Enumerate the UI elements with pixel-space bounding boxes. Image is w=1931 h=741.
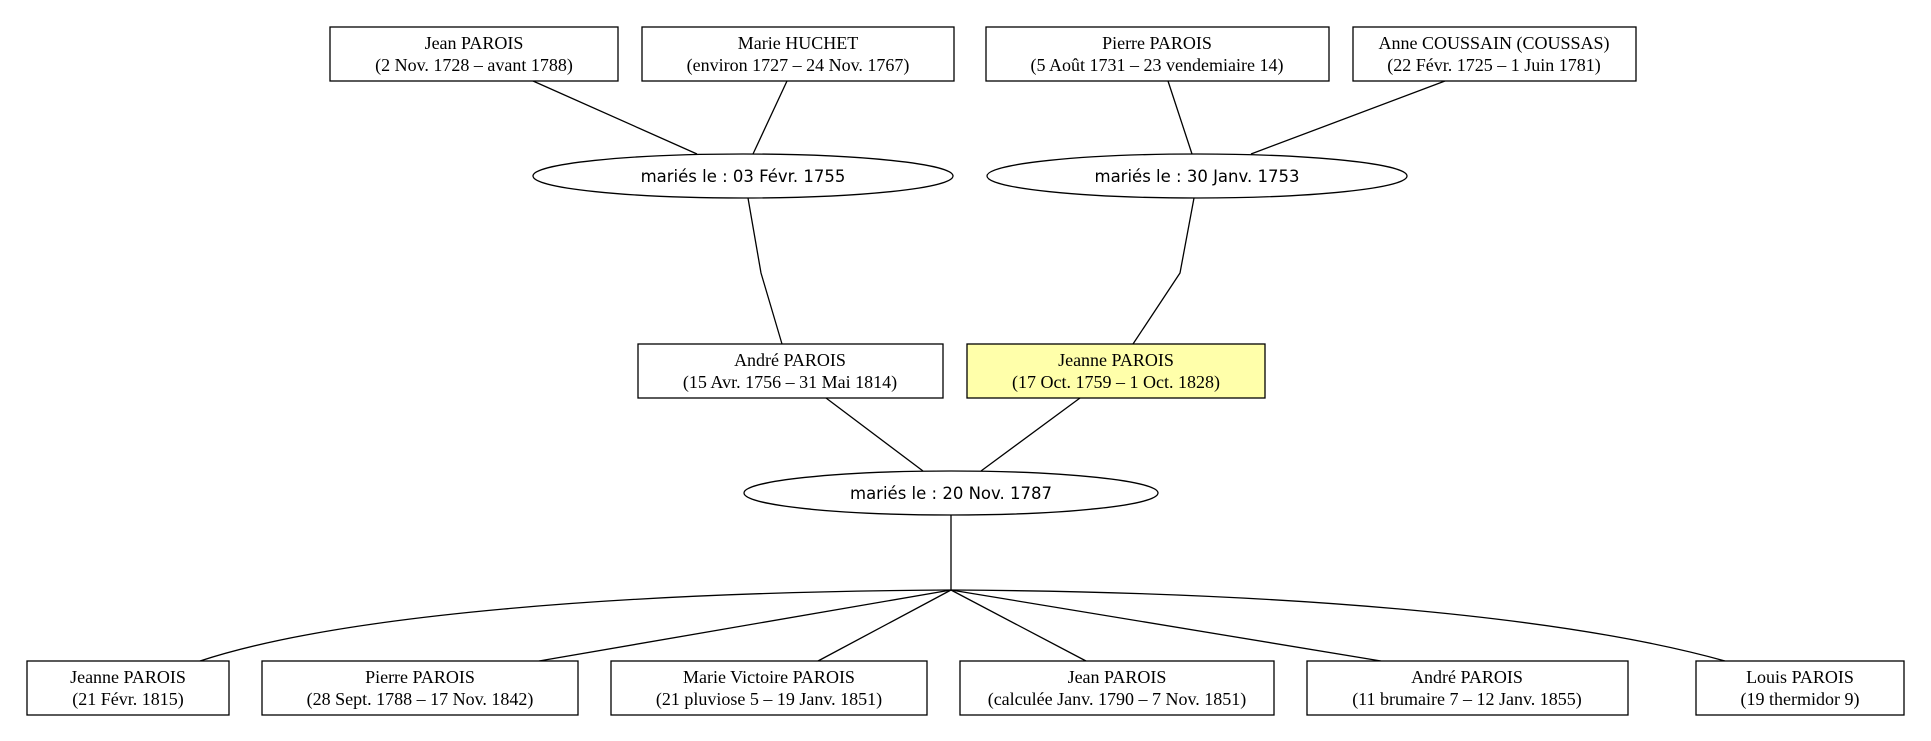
person-dates: (22 Févr. 1725 – 1 Juin 1781) <box>1387 55 1601 76</box>
edge-union1-parent1 <box>747 197 783 345</box>
person-dates: (2 Nov. 1728 – avant 1788) <box>375 55 573 76</box>
person-dates: (5 Août 1731 – 23 vendemiaire 14) <box>1031 55 1284 76</box>
person-dates: (calculée Janv. 1790 – 7 Nov. 1851) <box>988 689 1247 710</box>
child-box-marie-victoire-parois[interactable]: Marie Victoire PAROIS (21 pluviose 5 – 1… <box>610 660 928 716</box>
child-box-louis-parois[interactable]: Louis PAROIS (19 thermidor 9) <box>1695 660 1905 716</box>
person-name: Jeanne PAROIS <box>70 667 186 687</box>
union-ellipse-1753: mariés le : 30 Janv. 1753 <box>986 153 1408 199</box>
edge-junction-child5 <box>950 589 1382 662</box>
edge-junction-child2 <box>538 589 952 662</box>
grandparent-box-marie-huchet[interactable]: Marie HUCHET (environ 1727 – 24 Nov. 176… <box>641 26 955 82</box>
person-name: Pierre PAROIS <box>1102 33 1212 53</box>
person-dates: (11 brumaire 7 – 12 Janv. 1855) <box>1352 689 1582 710</box>
person-name: Jean PAROIS <box>425 33 524 53</box>
parent-box-andre-parois[interactable]: André PAROIS (15 Avr. 1756 – 31 Mai 1814… <box>637 343 944 399</box>
grandparent-box-anne-coussain[interactable]: Anne COUSSAIN (COUSSAS) (22 Févr. 1725 –… <box>1352 26 1637 82</box>
union-ellipse-1787: mariés le : 20 Nov. 1787 <box>743 470 1159 516</box>
edge-parent1-union3 <box>825 397 924 472</box>
child-box-andre-parois[interactable]: André PAROIS (11 brumaire 7 – 12 Janv. 1… <box>1306 660 1629 716</box>
child-box-jean-parois[interactable]: Jean PAROIS (calculée Janv. 1790 – 7 Nov… <box>959 660 1275 716</box>
person-dates: (21 pluviose 5 – 19 Janv. 1851) <box>656 689 882 710</box>
edge-union2-parent2 <box>1132 197 1195 345</box>
person-dates: (28 Sept. 1788 – 17 Nov. 1842) <box>307 689 534 710</box>
edge-parent2-union3 <box>980 397 1081 472</box>
edge-junction-child4 <box>950 589 1087 662</box>
edge-junction-child3 <box>817 589 952 662</box>
union-label: mariés le : 30 Janv. 1753 <box>1095 167 1300 186</box>
parent-box-jeanne-parois[interactable]: Jeanne PAROIS (17 Oct. 1759 – 1 Oct. 182… <box>966 343 1266 399</box>
person-dates: (environ 1727 – 24 Nov. 1767) <box>687 55 910 76</box>
person-name: André PAROIS <box>734 350 846 370</box>
union-label: mariés le : 20 Nov. 1787 <box>850 484 1052 503</box>
person-dates: (19 thermidor 9) <box>1741 689 1860 710</box>
person-name: Pierre PAROIS <box>365 667 475 687</box>
person-name: Anne COUSSAIN (COUSSAS) <box>1378 33 1609 54</box>
person-name: Jeanne PAROIS <box>1058 350 1174 370</box>
tree-edges <box>199 80 1726 662</box>
person-name: Marie HUCHET <box>738 33 858 53</box>
grandparent-box-pierre-parois[interactable]: Pierre PAROIS (5 Août 1731 – 23 vendemia… <box>985 26 1330 82</box>
child-box-pierre-parois[interactable]: Pierre PAROIS (28 Sept. 1788 – 17 Nov. 1… <box>261 660 579 716</box>
union-ellipse-1755: mariés le : 03 Févr. 1755 <box>532 153 954 199</box>
person-name: André PAROIS <box>1411 667 1523 687</box>
edge-gp4-union2 <box>1250 80 1446 155</box>
person-dates: (15 Avr. 1756 – 31 Mai 1814) <box>683 372 897 393</box>
person-name: Jean PAROIS <box>1068 667 1167 687</box>
person-name: Louis PAROIS <box>1746 667 1854 687</box>
person-dates: (21 Févr. 1815) <box>72 689 184 710</box>
grandparent-box-jean-parois[interactable]: Jean PAROIS (2 Nov. 1728 – avant 1788) <box>329 26 619 82</box>
person-name: Marie Victoire PAROIS <box>683 667 855 687</box>
edge-gp3-union2 <box>1167 80 1193 155</box>
child-box-jeanne-parois[interactable]: Jeanne PAROIS (21 Févr. 1815) <box>26 660 230 716</box>
edge-junction-child1 <box>199 589 952 662</box>
edge-gp2-union1 <box>752 80 788 155</box>
person-dates: (17 Oct. 1759 – 1 Oct. 1828) <box>1012 372 1220 393</box>
edge-junction-child6 <box>950 589 1726 662</box>
union-label: mariés le : 03 Févr. 1755 <box>641 167 846 186</box>
edge-gp1-union1 <box>532 80 698 155</box>
